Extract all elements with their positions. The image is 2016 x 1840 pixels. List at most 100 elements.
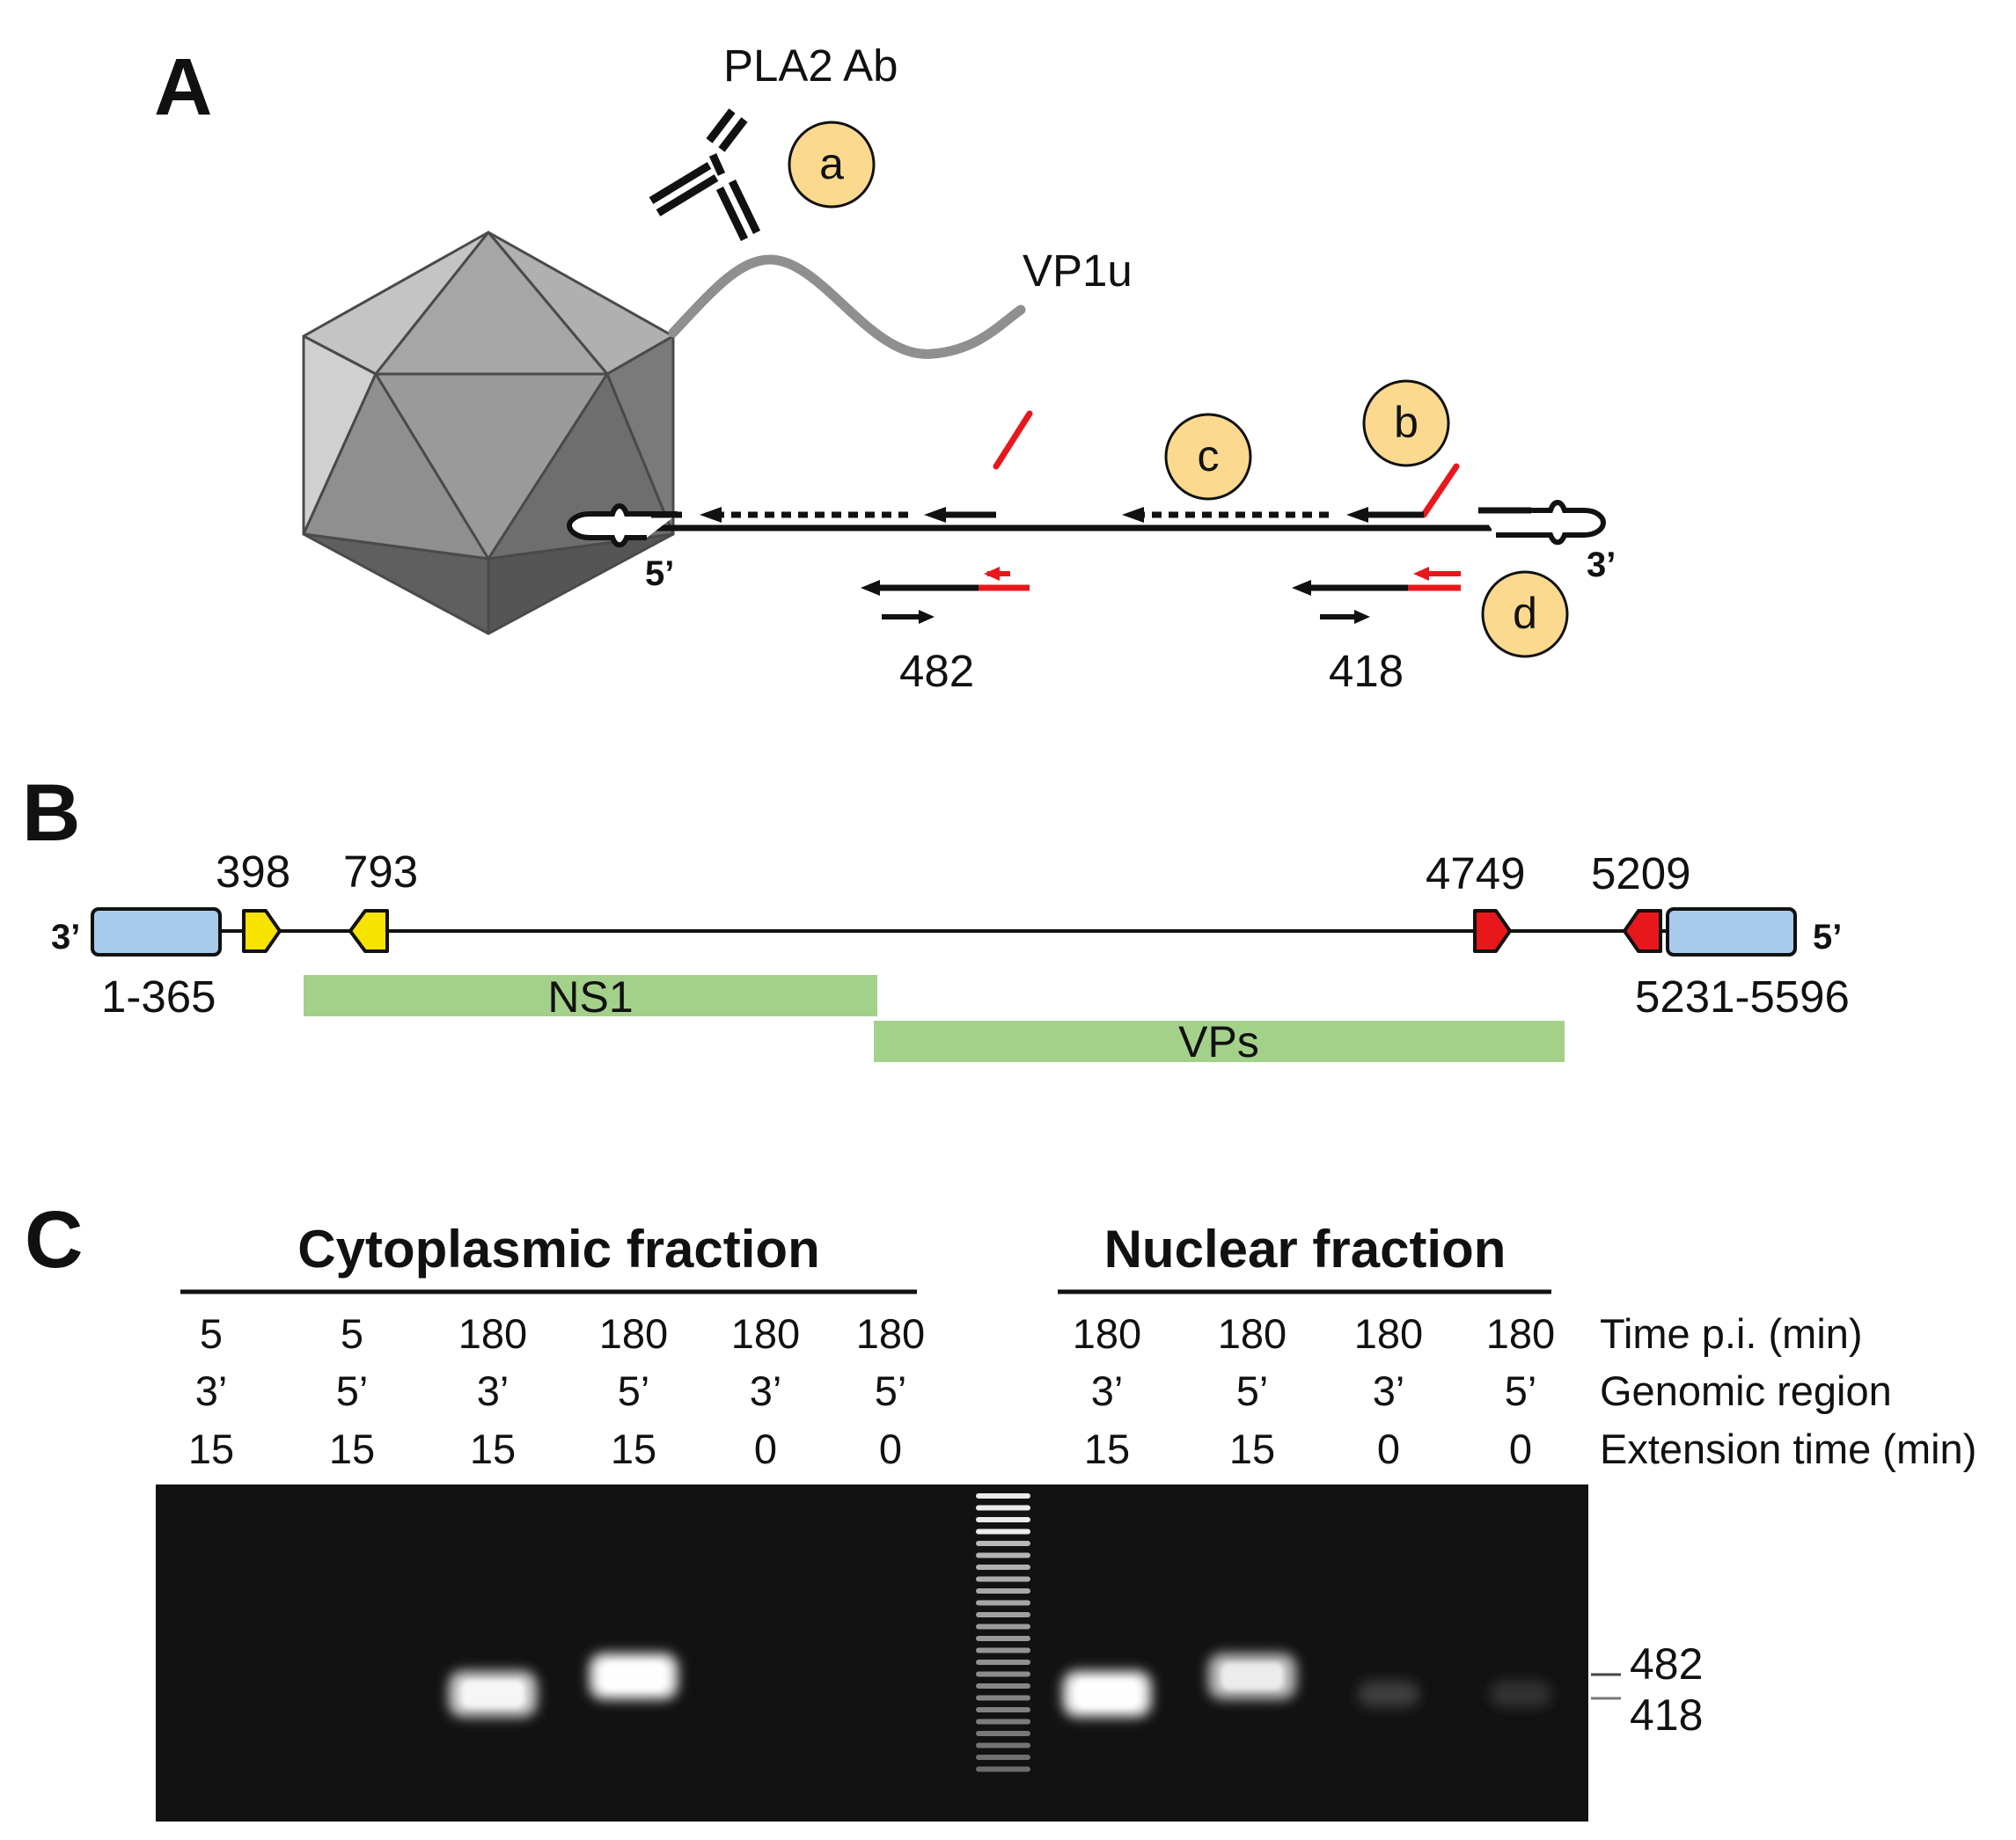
position-793: 793 <box>343 847 418 897</box>
lane-10-band <box>1490 1681 1551 1707</box>
lane-8-time: 180 <box>1218 1310 1287 1357</box>
amplicon-482: 482 <box>861 567 1030 696</box>
primer-5209-marker <box>1623 909 1662 953</box>
lane-2-ext: 15 <box>329 1426 375 1472</box>
lane-6-ext: 0 <box>879 1426 902 1472</box>
hairpin-5-icon <box>566 503 678 548</box>
ladder-band <box>976 1636 1030 1641</box>
lane-9-band <box>1358 1681 1419 1707</box>
lane-3-time: 180 <box>458 1310 527 1357</box>
amplicon-482-label: 482 <box>899 646 974 696</box>
itr-left-range: 1-365 <box>101 971 216 1022</box>
itr-right-range: 5231-5596 <box>1635 971 1850 1022</box>
panel-a: A VP1u PLA2 Ab <box>154 40 1616 696</box>
ladder-band <box>976 1612 1030 1617</box>
lane-headers: 53’1555’151803’151805’151803’01805’01803… <box>188 1310 1555 1472</box>
ns1-orf-label: NS1 <box>547 972 633 1022</box>
lane-9-ext: 0 <box>1377 1426 1400 1472</box>
ladder-band <box>976 1576 1030 1582</box>
ladder-band <box>976 1695 1030 1701</box>
lane-1-time: 5 <box>200 1310 223 1357</box>
lane-9-time: 180 <box>1354 1310 1423 1357</box>
vp1u-label: VP1u <box>1023 246 1133 296</box>
position-4749: 4749 <box>1426 848 1525 898</box>
ladder-band <box>976 1671 1030 1677</box>
nuclear-fraction-title: Nuclear fraction <box>1104 1220 1507 1279</box>
position-5209: 5209 <box>1591 848 1690 898</box>
lane-1-ext: 15 <box>188 1426 234 1472</box>
row-label-time: Time p.i. (min) <box>1600 1310 1863 1357</box>
panel-c: C Cytoplasmic fraction Nuclear fraction … <box>25 1195 1976 1822</box>
marker-482-label: 482 <box>1630 1639 1703 1689</box>
step-d-label: d <box>1513 589 1537 638</box>
primer-extension-left <box>651 410 1033 523</box>
ladder-band <box>976 1505 1030 1511</box>
primer-4749-marker <box>1473 909 1512 953</box>
panel-c-letter: C <box>25 1195 83 1285</box>
ladder-band <box>976 1600 1030 1606</box>
ladder-band <box>976 1707 1030 1712</box>
step-c: c <box>1164 413 1252 501</box>
lane-10-region: 5’ <box>1505 1367 1537 1414</box>
primer-extension-right <box>1122 463 1460 523</box>
map-3prime-label: 3’ <box>51 918 80 957</box>
map-5prime-label: 5’ <box>1813 918 1842 957</box>
itr-left-box <box>91 907 222 957</box>
lane-8-region: 5’ <box>1236 1367 1269 1414</box>
vps-orf-bar <box>874 1021 1565 1062</box>
panel-b: B 3’ 5’ 1-365 5231-5596 398 793 4749 520… <box>22 768 1850 1067</box>
position-398: 398 <box>216 847 290 897</box>
genome-3prime-label: 3’ <box>1587 546 1616 584</box>
lane-4-region: 5’ <box>618 1367 650 1414</box>
marker-418-label: 418 <box>1630 1690 1703 1740</box>
lane-6-time: 180 <box>856 1310 925 1357</box>
lane-4-band <box>590 1653 678 1699</box>
step-c-label: c <box>1198 431 1220 480</box>
step-b-label: b <box>1394 398 1419 447</box>
gel-image <box>156 1484 1588 1822</box>
ladder-band <box>976 1588 1030 1594</box>
lane-8-ext: 15 <box>1229 1426 1275 1472</box>
ladder-band <box>976 1660 1030 1665</box>
step-a: a <box>788 121 876 209</box>
ladder-band <box>976 1731 1030 1736</box>
step-a-label: a <box>819 139 844 188</box>
lane-4-ext: 15 <box>611 1426 656 1472</box>
step-d: d <box>1481 570 1569 658</box>
lane-2-region: 5’ <box>336 1367 369 1414</box>
ladder-band <box>976 1755 1030 1760</box>
lane-3-band <box>449 1671 537 1717</box>
ladder-band <box>976 1647 1030 1653</box>
ladder-band <box>976 1565 1030 1570</box>
primer-398-marker <box>242 909 282 953</box>
ladder-band <box>976 1624 1030 1630</box>
lane-10-time: 180 <box>1486 1310 1555 1357</box>
lane-7-band <box>1063 1671 1151 1717</box>
step-b: b <box>1362 379 1450 467</box>
lane-5-ext: 0 <box>754 1426 777 1472</box>
antibody-label: PLA2 Ab <box>723 40 898 91</box>
lane-5-time: 180 <box>731 1310 800 1357</box>
ladder-band <box>976 1528 1030 1535</box>
ladder-band <box>976 1552 1030 1558</box>
primer-793-marker <box>348 909 389 953</box>
panel-a-letter: A <box>154 42 212 132</box>
row-label-extension: Extension time (min) <box>1600 1426 1976 1472</box>
panel-b-letter: B <box>22 768 80 858</box>
ladder-band <box>976 1742 1030 1748</box>
lane-1-region: 3’ <box>195 1367 228 1414</box>
amplicon-418: 418 <box>1292 567 1461 696</box>
ns1-orf-bar <box>304 975 877 1016</box>
ladder-band <box>976 1541 1030 1546</box>
antibody-icon <box>649 108 761 241</box>
lane-7-region: 3’ <box>1091 1367 1124 1414</box>
cytoplasmic-fraction-title: Cytoplasmic fraction <box>297 1220 819 1279</box>
lane-9-region: 3’ <box>1373 1367 1405 1414</box>
genome-5prime-label: 5’ <box>645 554 674 593</box>
lane-7-time: 180 <box>1073 1310 1141 1357</box>
amplicon-418-label: 418 <box>1329 646 1404 696</box>
lane-8-band <box>1208 1653 1296 1699</box>
lane-10-ext: 0 <box>1509 1426 1532 1472</box>
ladder-band <box>976 1493 1030 1499</box>
lane-3-ext: 15 <box>470 1426 516 1472</box>
